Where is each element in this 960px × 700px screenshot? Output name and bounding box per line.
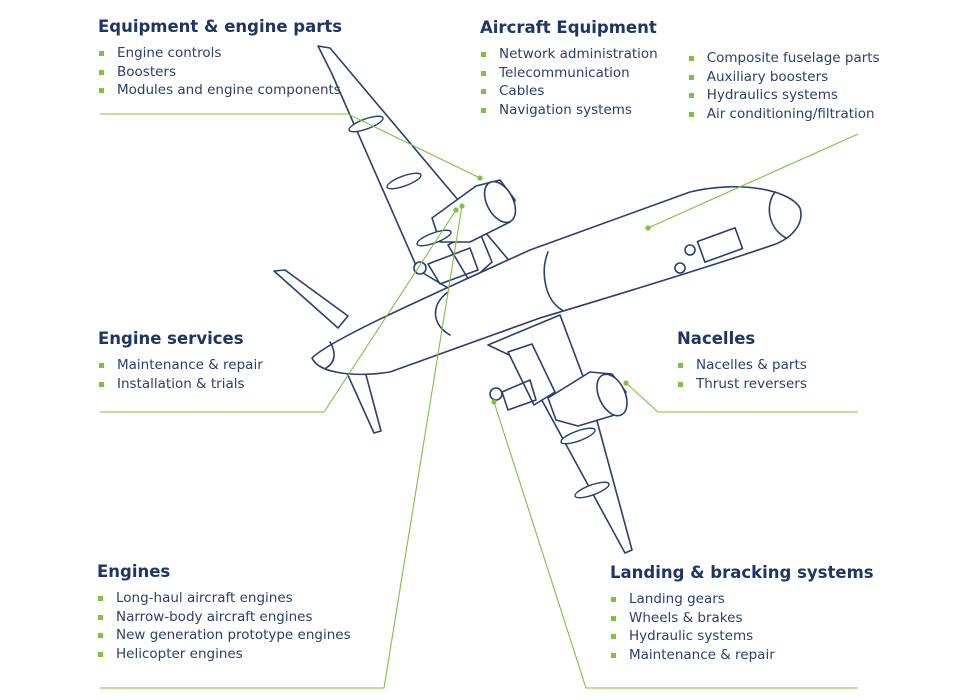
nose-gear-wheel-2 (684, 244, 696, 256)
section-list: Landing gears Wheels & brakes Hydraulic … (610, 590, 874, 664)
lower-engine-pylon (507, 343, 556, 406)
list-item: New generation prototype engines (97, 626, 351, 645)
cockpit-bulkhead (768, 191, 787, 239)
section-nacelles: Nacelles Nacelles & parts Thrust reverse… (677, 329, 807, 393)
list-item: Maintenance & repair (610, 646, 874, 665)
main-gear-upper-wheel (413, 261, 427, 275)
section-title: Landing & bracking systems (610, 563, 874, 582)
list-item: Auxiliary boosters (688, 68, 880, 87)
list-item: Wheels & brakes (610, 609, 874, 628)
list-item: Composite fuselage parts (688, 49, 880, 68)
section-engine-services: Engine services Maintenance & repair Ins… (98, 329, 263, 393)
fuselage (311, 186, 802, 376)
list-item: Long-haul aircraft engines (97, 589, 351, 608)
section-list: Maintenance & repair Installation & tria… (98, 356, 263, 393)
list-item: Modules and engine components (98, 81, 342, 100)
flap-fairing-lower-1 (560, 427, 596, 445)
section-title: Engines (97, 562, 171, 581)
lower-engine-intake (596, 373, 628, 417)
section-aircraft-equipment: Aircraft Equipment Network administratio… (480, 18, 880, 123)
list-item: Navigation systems (480, 101, 658, 120)
flap-fairing-upper-2 (386, 172, 422, 190)
callout-dot-engines (459, 203, 465, 209)
section-landing-systems: Landing & bracking systems Landing gears… (610, 563, 874, 664)
callout-engines (100, 205, 463, 689)
list-item: Thrust reversers (677, 375, 807, 394)
list-item: Boosters (98, 63, 342, 82)
callout-nacelles (625, 382, 858, 413)
main-gear-lower-wheel (489, 387, 503, 401)
section-title: Engine services (98, 329, 244, 348)
list-item: Maintenance & repair (98, 356, 263, 375)
list-item: Landing gears (610, 590, 874, 609)
list-item: Air conditioning/filtration (688, 105, 880, 124)
section-title: Nacelles (677, 329, 756, 348)
callout-dot-aircraft-equipment (645, 225, 651, 231)
section-title: Equipment & engine parts (98, 17, 343, 36)
section-equipment-parts: Equipment & engine parts Engine controls… (98, 17, 342, 100)
callout-aircraft-equipment (647, 133, 859, 229)
cabin-divider (543, 251, 563, 311)
list-item: Hydraulics systems (688, 86, 880, 105)
list-item: Engine controls (98, 44, 342, 63)
callout-dot-equipment-parts (477, 175, 483, 181)
list-item: Cables (480, 82, 658, 101)
upper-engine-intake (483, 180, 517, 224)
list-item: Nacelles & parts (677, 356, 807, 375)
tail-cone-seam (325, 341, 335, 369)
main-gear-upper-strut (427, 247, 479, 285)
section-columns: Network administration Telecommunication… (480, 45, 880, 123)
flap-fairing-lower-2 (574, 481, 610, 499)
list-item: Hydraulic systems (610, 627, 874, 646)
section-title: Aircraft Equipment (480, 18, 657, 37)
callout-dot-engine-services (453, 207, 459, 213)
flap-fairing-upper-1 (348, 115, 384, 133)
callout-dot-landing (491, 399, 497, 405)
callout-dot-nacelles (623, 380, 629, 386)
callout-engine-services (100, 209, 457, 413)
list-item: Telecommunication (480, 64, 658, 83)
list-item: Installation & trials (98, 375, 263, 394)
section-list: Long-haul aircraft engines Narrow-body a… (97, 589, 351, 663)
nose-gear-wheel (674, 262, 686, 274)
list-item: Network administration (480, 45, 658, 64)
callout-landing (493, 401, 858, 689)
wing-box-seam (434, 291, 451, 336)
flap-fairing-upper-3 (416, 229, 452, 247)
nose-gear-box (696, 227, 744, 263)
section-list-left: Network administration Telecommunication… (480, 45, 658, 123)
list-item: Helicopter engines (97, 645, 351, 664)
callout-equipment-parts (100, 113, 481, 179)
section-list: Nacelles & parts Thrust reversers (677, 356, 807, 393)
section-engines: Engines Long-haul aircraft engines Narro… (97, 562, 351, 663)
horizontal-stabilizer-upper (273, 269, 349, 329)
main-gear-lower-strut (501, 379, 537, 411)
list-item: Narrow-body aircraft engines (97, 608, 351, 627)
section-list-right: Composite fuselage parts Auxiliary boost… (688, 49, 880, 123)
section-list: Engine controls Boosters Modules and eng… (98, 44, 342, 100)
